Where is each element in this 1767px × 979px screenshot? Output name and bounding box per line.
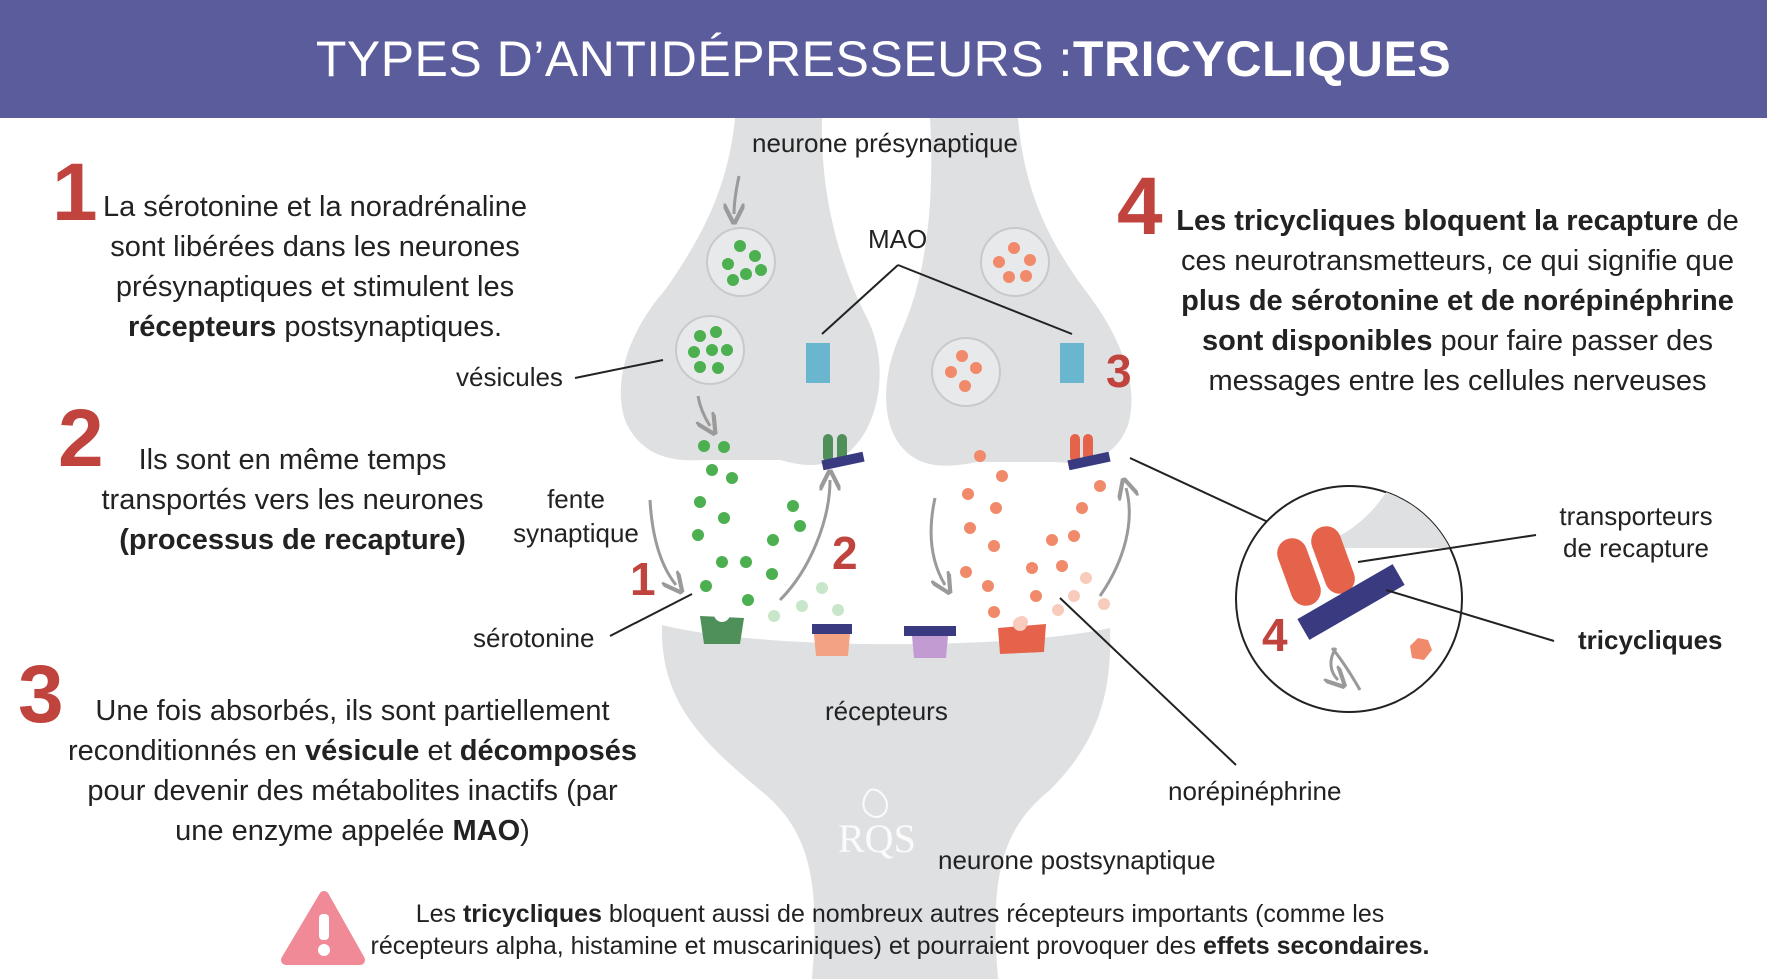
zoom-circle bbox=[1235, 485, 1463, 713]
vesicle-right-2 bbox=[931, 337, 1001, 407]
title-regular: TYPES D’ANTIDÉPRESSEURS : bbox=[315, 31, 1073, 87]
norepinephrine-molecules bbox=[960, 450, 1106, 618]
label-transporters-line2: de recapture bbox=[1563, 533, 1709, 563]
svg-text:RQS: RQS bbox=[838, 816, 916, 861]
text-span: récepteurs bbox=[127, 311, 277, 343]
serotonin-molecules bbox=[692, 440, 806, 606]
text-span: Ils sont en même temps transportés vers … bbox=[101, 444, 484, 516]
text-span: La sérotonine et la noradrénaline sont l… bbox=[102, 191, 528, 303]
text-span: pour devenir des métabolites inactifs (p… bbox=[87, 775, 618, 847]
text-span: tricycliques bbox=[462, 900, 602, 928]
warning-text: Les tricycliques bloquent aussi de nombr… bbox=[360, 898, 1440, 962]
text-span: postsynaptiques. bbox=[276, 311, 502, 343]
label-presynaptic-neuron: neurone présynaptique bbox=[752, 128, 1018, 158]
label-synaptic-cleft: fente synaptique bbox=[512, 482, 640, 550]
text-span: bloquent aussi de nombreux autres récept… bbox=[370, 900, 1385, 960]
text-span: et bbox=[419, 735, 460, 767]
text-span: Les tricycliques bloquent la recapture bbox=[1176, 205, 1699, 237]
label-transporters-line1: transporteurs bbox=[1559, 501, 1713, 531]
text-span: pour faire passer des messages entre les… bbox=[1208, 325, 1713, 397]
vesicle-right-1 bbox=[980, 227, 1050, 297]
step-4-number: 4 bbox=[1117, 161, 1163, 252]
transporter-right bbox=[1067, 434, 1111, 471]
receptor-2 bbox=[812, 624, 852, 656]
text-span: Les bbox=[415, 900, 463, 928]
page-title: TYPES D’ANTIDÉPRESSEURS : TRICYCLIQUES bbox=[0, 0, 1767, 118]
text-span: (processus de recapture) bbox=[119, 524, 466, 556]
text-span: décomposés bbox=[459, 735, 638, 767]
diagram-marker-2: 2 bbox=[832, 527, 858, 579]
step-2-number: 2 bbox=[58, 393, 104, 484]
diagram-marker-3: 3 bbox=[1106, 345, 1132, 397]
step-1-number: 1 bbox=[52, 147, 98, 238]
vesicle-left-1 bbox=[706, 227, 776, 297]
warning-icon bbox=[281, 891, 365, 965]
receptor-4 bbox=[998, 617, 1046, 654]
step-4-text: Les tricycliques bloquent la recapture d… bbox=[1170, 201, 1745, 401]
mao-enzyme-right bbox=[1060, 343, 1084, 383]
vesicle-left-2 bbox=[675, 315, 745, 385]
title-bold: TRICYCLIQUES bbox=[1072, 31, 1452, 87]
label-tricyclics: tricycliques bbox=[1578, 625, 1723, 655]
label-reuptake-transporters: transporteurs de recapture bbox=[1556, 500, 1716, 564]
text-span: MAO bbox=[452, 815, 521, 847]
step-3-text: Une fois absorbés, ils sont partiellemen… bbox=[65, 691, 640, 851]
label-vesicles: vésicules bbox=[456, 362, 563, 392]
receptor-serotonin bbox=[700, 606, 744, 644]
label-mao: MAO bbox=[868, 224, 928, 254]
text-span: plus de sérotonine et de norépinéphrine … bbox=[1181, 285, 1734, 357]
text-span: effets secondaires. bbox=[1202, 932, 1430, 960]
mao-enzyme-left bbox=[806, 343, 830, 383]
text-span: de ces neurotransmetteurs, ce qui signif… bbox=[1181, 205, 1739, 277]
receptor-3 bbox=[904, 626, 956, 658]
label-norepinephrine: norépinéphrine bbox=[1168, 776, 1342, 806]
step-2-text: Ils sont en même temps transportés vers … bbox=[90, 440, 495, 560]
diagram-marker-1: 1 bbox=[630, 553, 656, 605]
label-synaptic-cleft-line1: fente bbox=[547, 484, 605, 514]
text-span: vésicule bbox=[304, 735, 420, 767]
text-span: ) bbox=[520, 815, 530, 847]
step-3-number: 3 bbox=[18, 649, 64, 740]
label-serotonin: sérotonine bbox=[473, 623, 595, 653]
text-span: Une fois absorbés, ils sont partiellemen… bbox=[67, 695, 610, 767]
rqs-logo: RQS bbox=[838, 788, 916, 861]
transporter-left bbox=[821, 434, 865, 471]
step-1-text: La sérotonine et la noradrénaline sont l… bbox=[95, 187, 535, 347]
label-receptors: récepteurs bbox=[825, 696, 948, 726]
diagram-marker-4: 4 bbox=[1262, 609, 1288, 661]
label-synaptic-cleft-line2: synaptique bbox=[513, 518, 639, 548]
label-postsynaptic-neuron: neurone postsynaptique bbox=[938, 845, 1216, 875]
